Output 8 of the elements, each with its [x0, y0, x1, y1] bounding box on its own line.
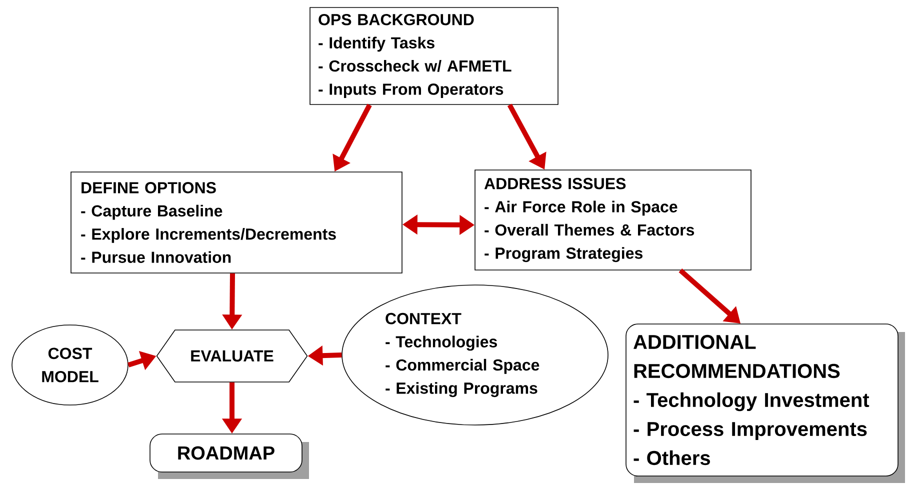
- process-box: ADDRESS ISSUES - Air Force Role in Space - Overall Themes & Factors - Program Strategies: [474, 170, 752, 270]
- process-box: OPS BACKGROUND - Identify Tasks - Crosscheck w/ AFMETL - Inputs From Operators: [310, 7, 558, 105]
- ellipse-node: CONTEXT - Technologies - Commercial Space - Existing Programs: [342, 284, 608, 426]
- rounded-box: ADDITIONAL RECOMMENDATIONS - Technology Investment - Process Improvements - Others: [626, 324, 905, 483]
- hexagon-node: EVALUATE: [156, 330, 308, 382]
- rounded-box: ROADMAP: [150, 434, 309, 479]
- ellipse-node: COST MODEL: [12, 324, 128, 406]
- process-box: DEFINE OPTIONS - Capture Baseline - Explore Increments/Decrements - Pursue Innovation: [70, 172, 402, 274]
